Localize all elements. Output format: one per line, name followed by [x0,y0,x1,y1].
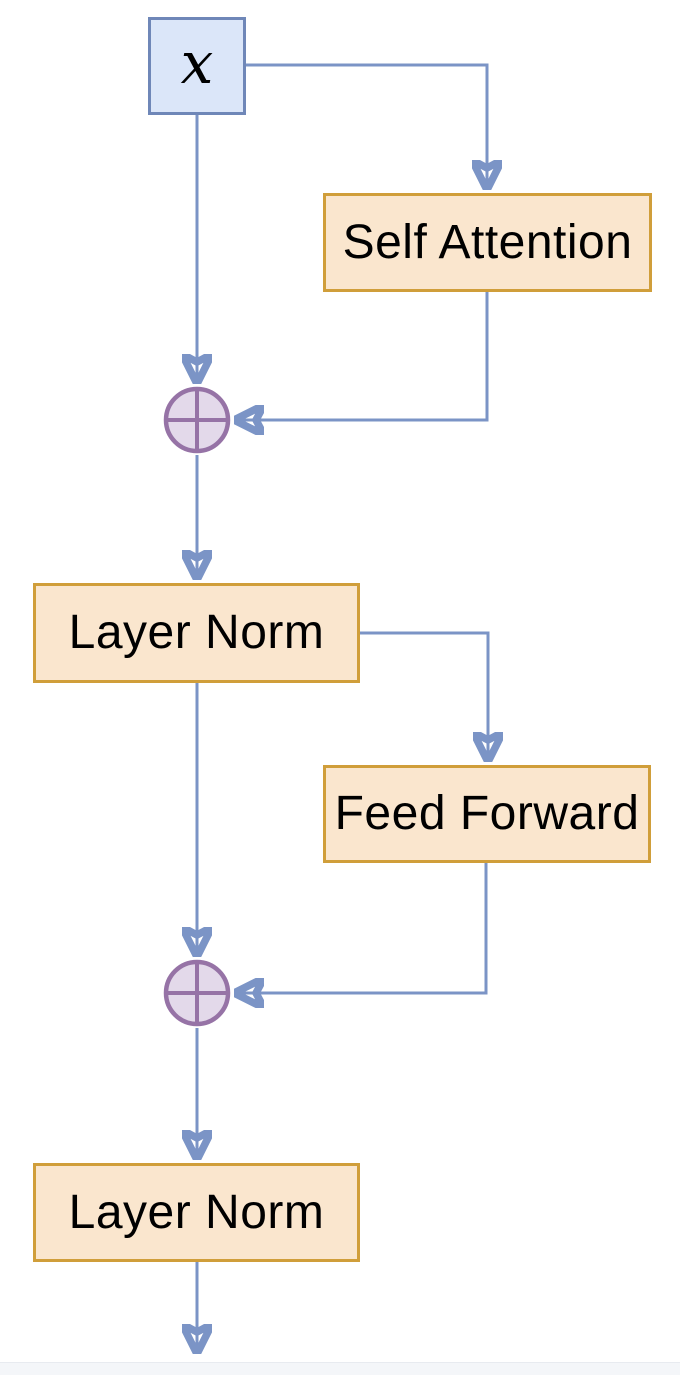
edge-self-attention-to-add-1 [234,292,489,420]
node-add-2 [162,958,232,1028]
page-bottom-edge [0,1362,680,1375]
node-layer-norm-1: Layer Norm [33,583,360,683]
node-self-attention: Self Attention [323,193,652,292]
node-add-1 [162,385,232,455]
plus-circle-icon [163,959,231,1027]
node-self-attention-label: Self Attention [342,215,633,269]
node-layer-norm-2: Layer Norm [33,1163,360,1262]
plus-circle-icon [163,386,231,454]
edge-x-to-self-attention [246,63,487,190]
edge-feed-forward-to-add-2 [234,863,488,993]
node-input-x: x [148,17,246,115]
edge-layer-norm-1-to-feed-forward [360,631,488,762]
node-layer-norm-1-label: Layer Norm [68,606,325,659]
node-feed-forward-label: Feed Forward [334,787,640,840]
node-feed-forward: Feed Forward [323,765,651,863]
node-input-x-label: x [180,29,214,97]
node-layer-norm-2-label: Layer Norm [68,1185,325,1239]
